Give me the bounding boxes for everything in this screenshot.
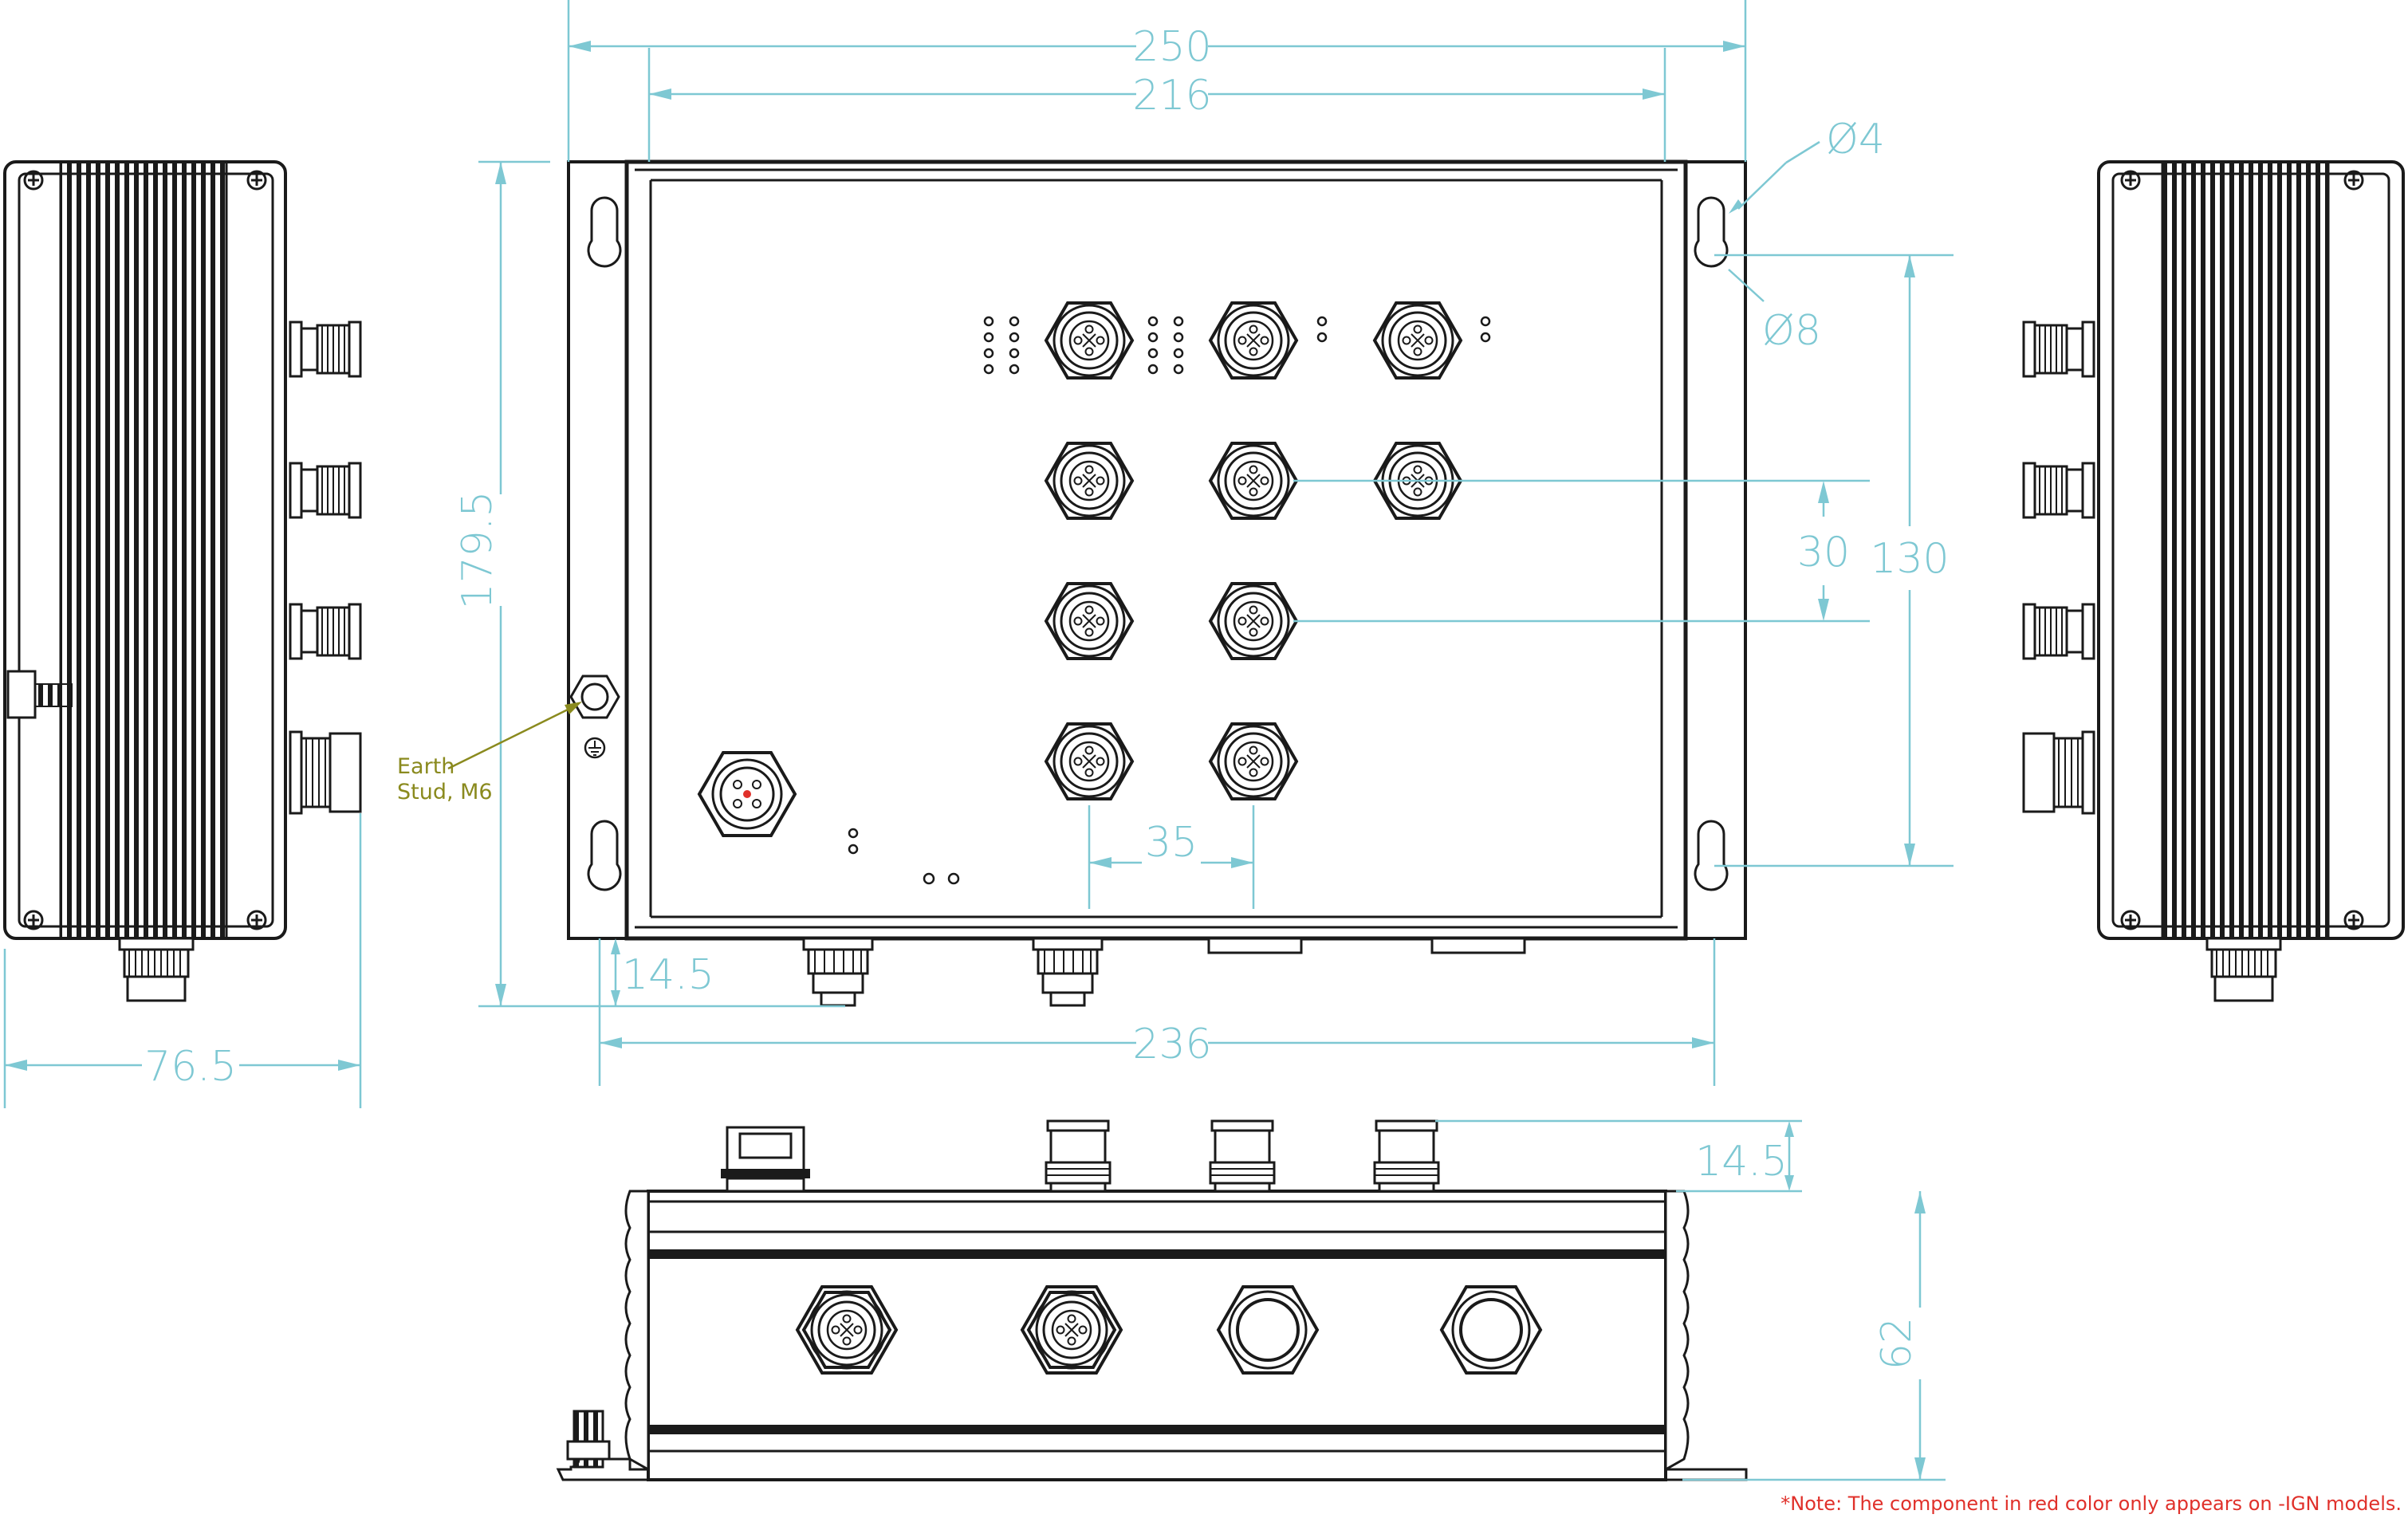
earth-stud-label-line2: Stud, M6 [397,780,493,804]
side-connector-power [2022,730,2095,815]
dim-hole-spacing: 130 [1870,535,1949,583]
earth-stud-label-line1: Earth [397,754,454,779]
front-view [567,159,1747,1007]
bottom-connector-1 [802,937,874,1007]
dim-hole-large: Ø8 [1762,307,1821,355]
earth-stud-leader [447,706,572,770]
front-body [624,159,1688,941]
top-connector [1209,1119,1276,1193]
side-connector [2022,603,2095,660]
ground-symbol-icon [584,737,606,759]
dim-body-height: 62 [1873,1317,1921,1370]
ign-models-note: *Note: The component in red color only a… [1780,1493,2402,1515]
bottom-connector-2 [1032,937,1104,1007]
dim-mount-width: 216 [1132,72,1211,120]
bottom-view [556,1119,1748,1481]
bottom-connector-side [2205,937,2282,1002]
dim-connector-pitch-v: 30 [1797,529,1850,576]
earth-stud-leader-arrow [565,702,582,714]
dim-connector-protrusion: 14.5 [622,951,714,999]
side-connector [2022,321,2095,378]
side-connector [2022,462,2095,519]
side-connector [289,321,362,378]
bottom-connector-side [118,937,195,1002]
side-connector [289,603,362,660]
ign-pin-highlight [743,790,751,798]
earth-stud-side [6,670,73,719]
power-connector [697,751,797,837]
right-side-view [2022,160,2405,1002]
dim-top-connector-height: 14.5 [1695,1138,1788,1186]
side-connector-power [289,730,362,815]
bottom-plug-2 [1430,937,1526,954]
left-side-view [3,160,362,1002]
top-connector [1373,1119,1440,1193]
side-connector [289,462,362,519]
earth-stud-bottom-view [566,1410,611,1469]
earth-stud [569,675,620,759]
top-power-connector [721,1126,810,1193]
dim-depth: 76.5 [144,1043,237,1091]
dimensions [3,0,1954,1481]
dim-connector-pitch-h: 35 [1145,819,1198,867]
dim-body-width: 236 [1132,1021,1211,1068]
bottom-plug-1 [1207,937,1303,954]
dim-overall-height: 179.5 [454,491,502,610]
dim-overall-width: 250 [1132,23,1211,71]
dim-hole-small: Ø4 [1826,116,1885,163]
top-connector [1045,1119,1112,1193]
